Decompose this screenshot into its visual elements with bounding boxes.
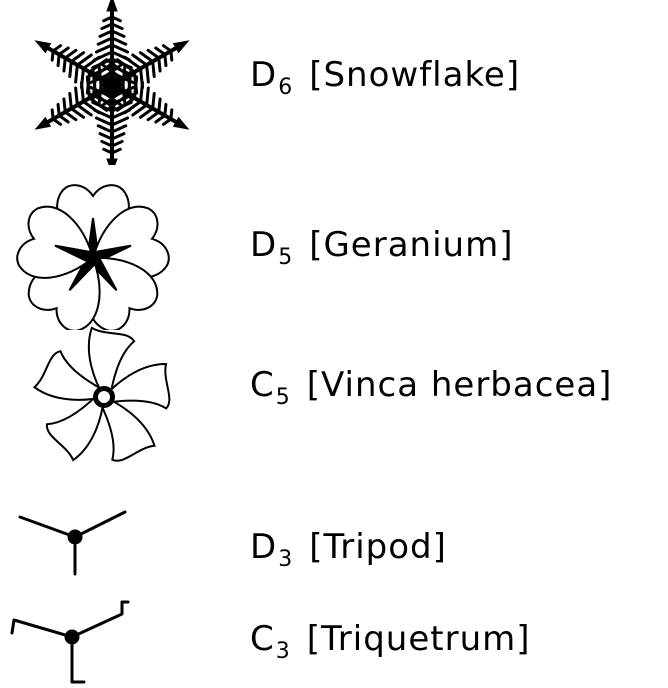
tripod-icon [0,495,230,585]
symmetry-label: D6[Snowflake] [250,58,520,92]
geranium-flower-icon [0,180,230,330]
symmetry-label: D5[Geranium] [250,228,513,262]
group-letter: D [250,527,277,567]
group-order: 5 [278,245,293,270]
symmetry-label: D3[Tripod] [250,530,447,564]
triquetrum-icon [0,590,230,688]
object-name: [Geranium] [309,225,513,265]
symmetry-row-tripod: D3 [Tripod] [0,495,668,585]
group-letter: C [250,619,275,659]
symmetry-row-vinca: C5 [Vinca herbacea] [0,325,668,485]
object-name: [Triquetrum] [307,619,531,659]
symmetry-row-triquetrum: C3 [Triquetrum] [0,590,668,688]
object-name: [Vinca herbacea] [307,365,613,405]
group-order: 6 [278,75,293,100]
symmetry-label: C3[Triquetrum] [250,622,531,656]
symmetry-row-snowflake: D6 [Snowflake] [0,0,668,165]
symmetry-label: C5[Vinca herbacea] [250,368,612,402]
symmetry-row-geranium: D5 [Geranium] [0,180,668,330]
group-letter: C [250,365,275,405]
group-order: 3 [278,547,293,572]
object-name: [Tripod] [309,527,447,567]
object-name: [Snowflake] [309,55,520,95]
group-letter: D [250,55,277,95]
group-order: 3 [276,639,291,664]
snowflake-icon [0,0,230,165]
group-letter: D [250,225,277,265]
group-order: 5 [276,385,291,410]
vinca-flower-icon [0,325,230,485]
